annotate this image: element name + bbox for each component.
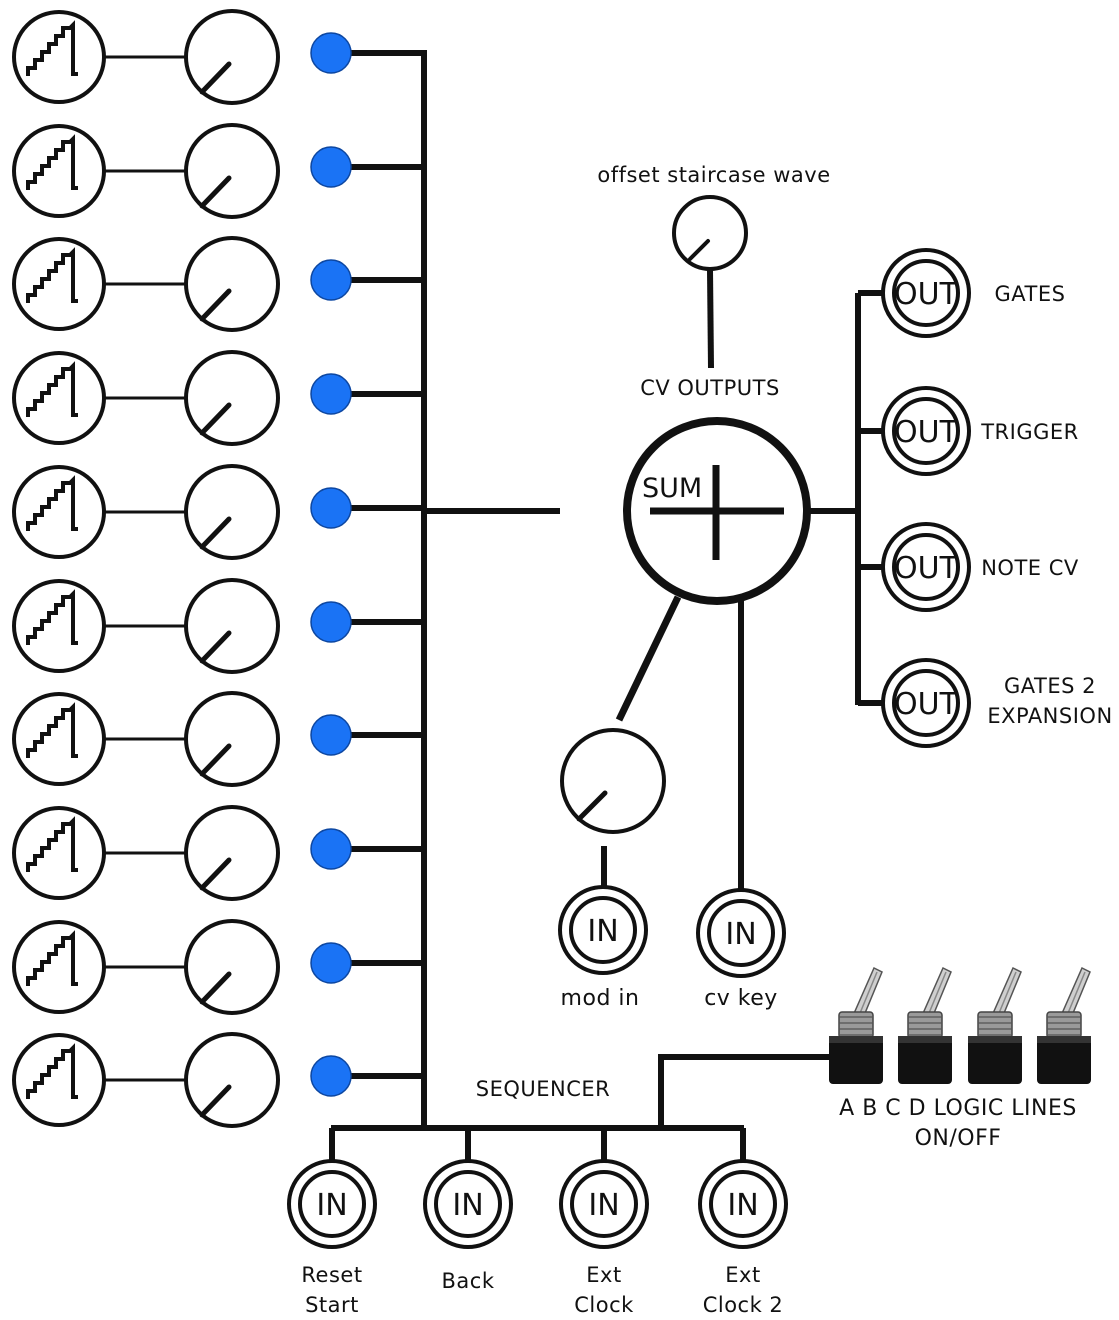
logic-lines-label: A B C D LOGIC LINES [839,1096,1077,1121]
toggle-switch-icon[interactable] [898,968,952,1084]
mod-jacks: IN IN [560,887,784,976]
sequencer-input-jack[interactable]: IN [700,1161,786,1247]
step-led [311,829,351,869]
sequencer-input-label: Ext [725,1263,760,1287]
offset-connector [710,270,711,368]
offset-knob[interactable] [674,197,746,269]
sequencer-input-label: Reset [301,1263,362,1287]
staircase-wave-icon [14,694,104,784]
step-level-knob[interactable] [186,352,278,444]
cv-outputs-label: CV OUTPUTS [640,376,780,400]
staircase-wave-icon [14,581,104,671]
step-led [311,260,351,300]
toggle-switch-icon[interactable] [968,968,1022,1084]
staircase-wave-icon [14,126,104,216]
step-rows [14,11,424,1126]
jack-label: OUT [894,551,959,586]
cv-key-label: cv key [704,986,778,1011]
jack-label: IN [316,1188,347,1223]
step-level-knob[interactable] [186,466,278,558]
output-label: TRIGGER [980,420,1079,444]
step-row [14,1034,424,1126]
step-level-knob[interactable] [186,11,278,103]
step-level-knob[interactable] [186,238,278,330]
jack-label: IN [587,914,618,949]
output-jack[interactable]: OUT [883,660,969,746]
step-row [14,238,424,330]
jack-label: IN [727,1188,758,1223]
staircase-wave-icon [14,12,104,102]
step-row [14,11,424,103]
sequencer-input-jack[interactable]: IN [425,1161,511,1247]
output-label: GATES 2 [1004,674,1096,698]
step-level-knob[interactable] [186,921,278,1013]
step-led [311,374,351,414]
sequencer-input-label: Back [442,1269,495,1293]
mod-in-label: mod in [561,986,640,1011]
output-label: EXPANSION [987,704,1112,728]
cv-key-jack[interactable]: IN [698,890,784,976]
logic-switches [829,968,1091,1084]
jack-label: OUT [894,687,959,722]
step-level-knob[interactable] [186,580,278,672]
step-led [311,715,351,755]
sequencer-input-label: Start [305,1293,359,1317]
toggle-switch-icon[interactable] [829,968,883,1084]
sum-node: SUM [627,421,807,601]
step-row [14,352,424,444]
sequencer-input-jack[interactable]: IN [561,1161,647,1247]
step-led [311,147,351,187]
logic-lines-connector [661,1057,840,1128]
sequencer-input-label: Clock [574,1293,634,1317]
jack-label: OUT [894,277,959,312]
staircase-wave-icon [14,353,104,443]
outputs-group: OUT GATES OUT TRIGGER OUT NOTE CV OUT GATES 2 EX… [858,250,1113,746]
output-label: NOTE CV [981,556,1079,580]
step-row [14,580,424,672]
sequencer-input-label: Clock 2 [703,1293,784,1317]
step-led [311,33,351,73]
output-jack[interactable]: OUT [883,250,969,336]
output-jack[interactable]: OUT [883,524,969,610]
sum-label: SUM [642,473,702,504]
sequencer-input-jack[interactable]: IN [289,1161,375,1247]
step-row [14,807,424,899]
step-level-knob[interactable] [186,807,278,899]
sequencer-input-label: Ext [586,1263,621,1287]
sequencer-label: SEQUENCER [476,1077,611,1101]
offset-label: offset staircase wave [597,163,830,187]
staircase-wave-icon [14,239,104,329]
step-row [14,693,424,785]
logic-lines-onoff-label: ON/OFF [915,1126,1002,1151]
step-level-knob[interactable] [186,125,278,217]
step-row [14,466,424,558]
staircase-wave-icon [14,808,104,898]
jack-label: IN [588,1188,619,1223]
output-label: GATES [995,282,1066,306]
mod-in-jack[interactable]: IN [560,887,646,973]
step-level-knob[interactable] [186,693,278,785]
jack-label: IN [725,917,756,952]
output-jack[interactable]: OUT [883,388,969,474]
staircase-wave-icon [14,467,104,557]
step-row [14,125,424,217]
staircase-wave-icon [14,1035,104,1125]
step-led [311,1056,351,1096]
toggle-switch-icon[interactable] [1037,968,1091,1084]
step-led [311,602,351,642]
step-level-knob[interactable] [186,1034,278,1126]
staircase-wave-icon [14,922,104,1012]
jack-label: IN [452,1188,483,1223]
sum-to-mod-knob [619,597,678,720]
step-led [311,488,351,528]
step-row [14,921,424,1013]
step-led [311,943,351,983]
jack-label: OUT [894,415,959,450]
mod-depth-knob[interactable] [562,730,664,832]
